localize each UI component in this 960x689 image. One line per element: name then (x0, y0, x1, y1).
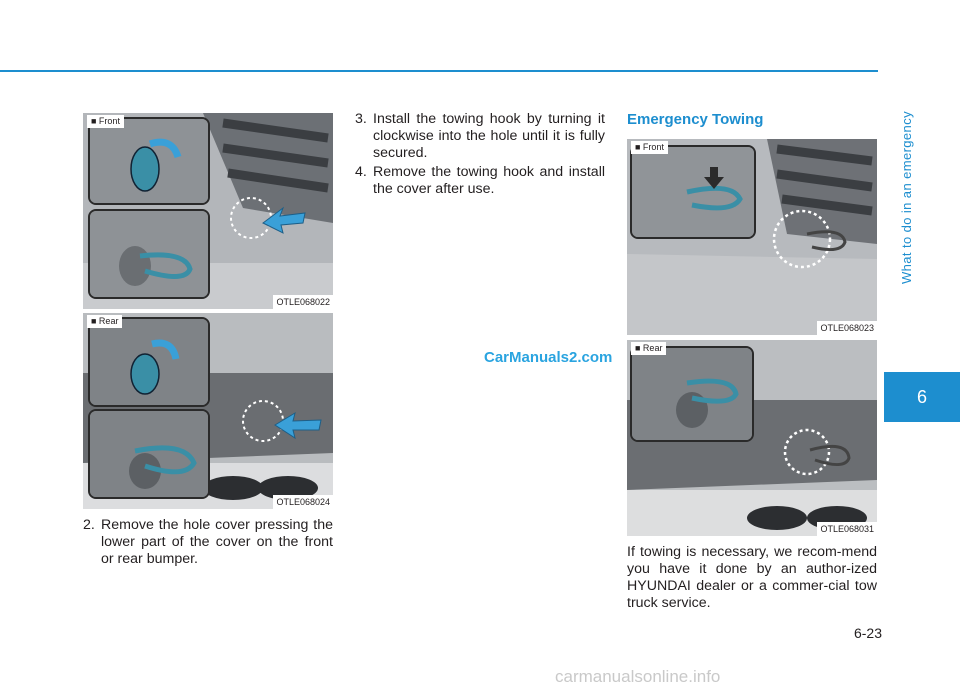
page-number: 6-23 (853, 625, 882, 641)
rear-hook-icon (90, 411, 208, 497)
towing-hook-icon (90, 211, 208, 297)
chapter-title: What to do in an emergency (898, 111, 914, 284)
inset-rear-cover (88, 317, 210, 407)
figure-rear-towing: ■ Rear OTLE068031 (627, 340, 877, 536)
rear-hook-install-icon (632, 348, 752, 440)
inset-rear-hook (630, 346, 754, 442)
step-number: 2. (83, 517, 95, 533)
step-text: Install the towing hook by turning it cl… (373, 111, 605, 161)
figure-rear-cover: ■ Rear OTLE068024 (83, 313, 333, 509)
towing-paragraph: If towing is necessary, we recom-mend yo… (627, 544, 877, 611)
step-2: 2. Remove the hole cover pressing the lo… (83, 517, 333, 568)
step-text: Remove the towing hook and install the c… (373, 164, 605, 197)
figure-code: OTLE068024 (273, 495, 333, 509)
step-3: 3. Install the towing hook by turning it… (355, 111, 605, 162)
figure-label-front: ■ Front (87, 115, 124, 128)
figure-label-front: ■ Front (631, 141, 668, 154)
inset-hole-detail (88, 209, 210, 299)
rear-cover-icon (90, 319, 208, 405)
header-rule (0, 70, 878, 72)
section-title: Emergency Towing (627, 111, 764, 128)
figure-code: OTLE068022 (273, 295, 333, 309)
chapter-tab: 6 (884, 372, 960, 422)
inset-cover-detail (88, 117, 210, 205)
step-text: Remove the hole cover pressing the lower… (101, 517, 333, 567)
figure-front-towing: ■ Front OTLE068023 (627, 139, 877, 335)
watermark[interactable]: CarManuals2.com (484, 349, 613, 366)
step-number: 3. (355, 111, 367, 127)
figure-code: OTLE068031 (817, 522, 877, 536)
hook-install-icon (632, 147, 754, 237)
step-4: 4. Remove the towing hook and install th… (355, 164, 605, 198)
figure-code: OTLE068023 (817, 321, 877, 335)
cover-removal-icon (90, 119, 208, 203)
figure-label-rear: ■ Rear (87, 315, 123, 328)
chapter-side-label: What to do in an emergency (893, 20, 919, 375)
step-number: 4. (355, 164, 367, 180)
figure-front-cover: ■ Front OTLE068022 (83, 113, 333, 309)
figure-label-rear: ■ Rear (631, 342, 667, 355)
inset-front-hook (630, 145, 756, 239)
footer-watermark: carmanualsonline.info (555, 667, 721, 686)
inset-rear-hook (88, 409, 210, 499)
